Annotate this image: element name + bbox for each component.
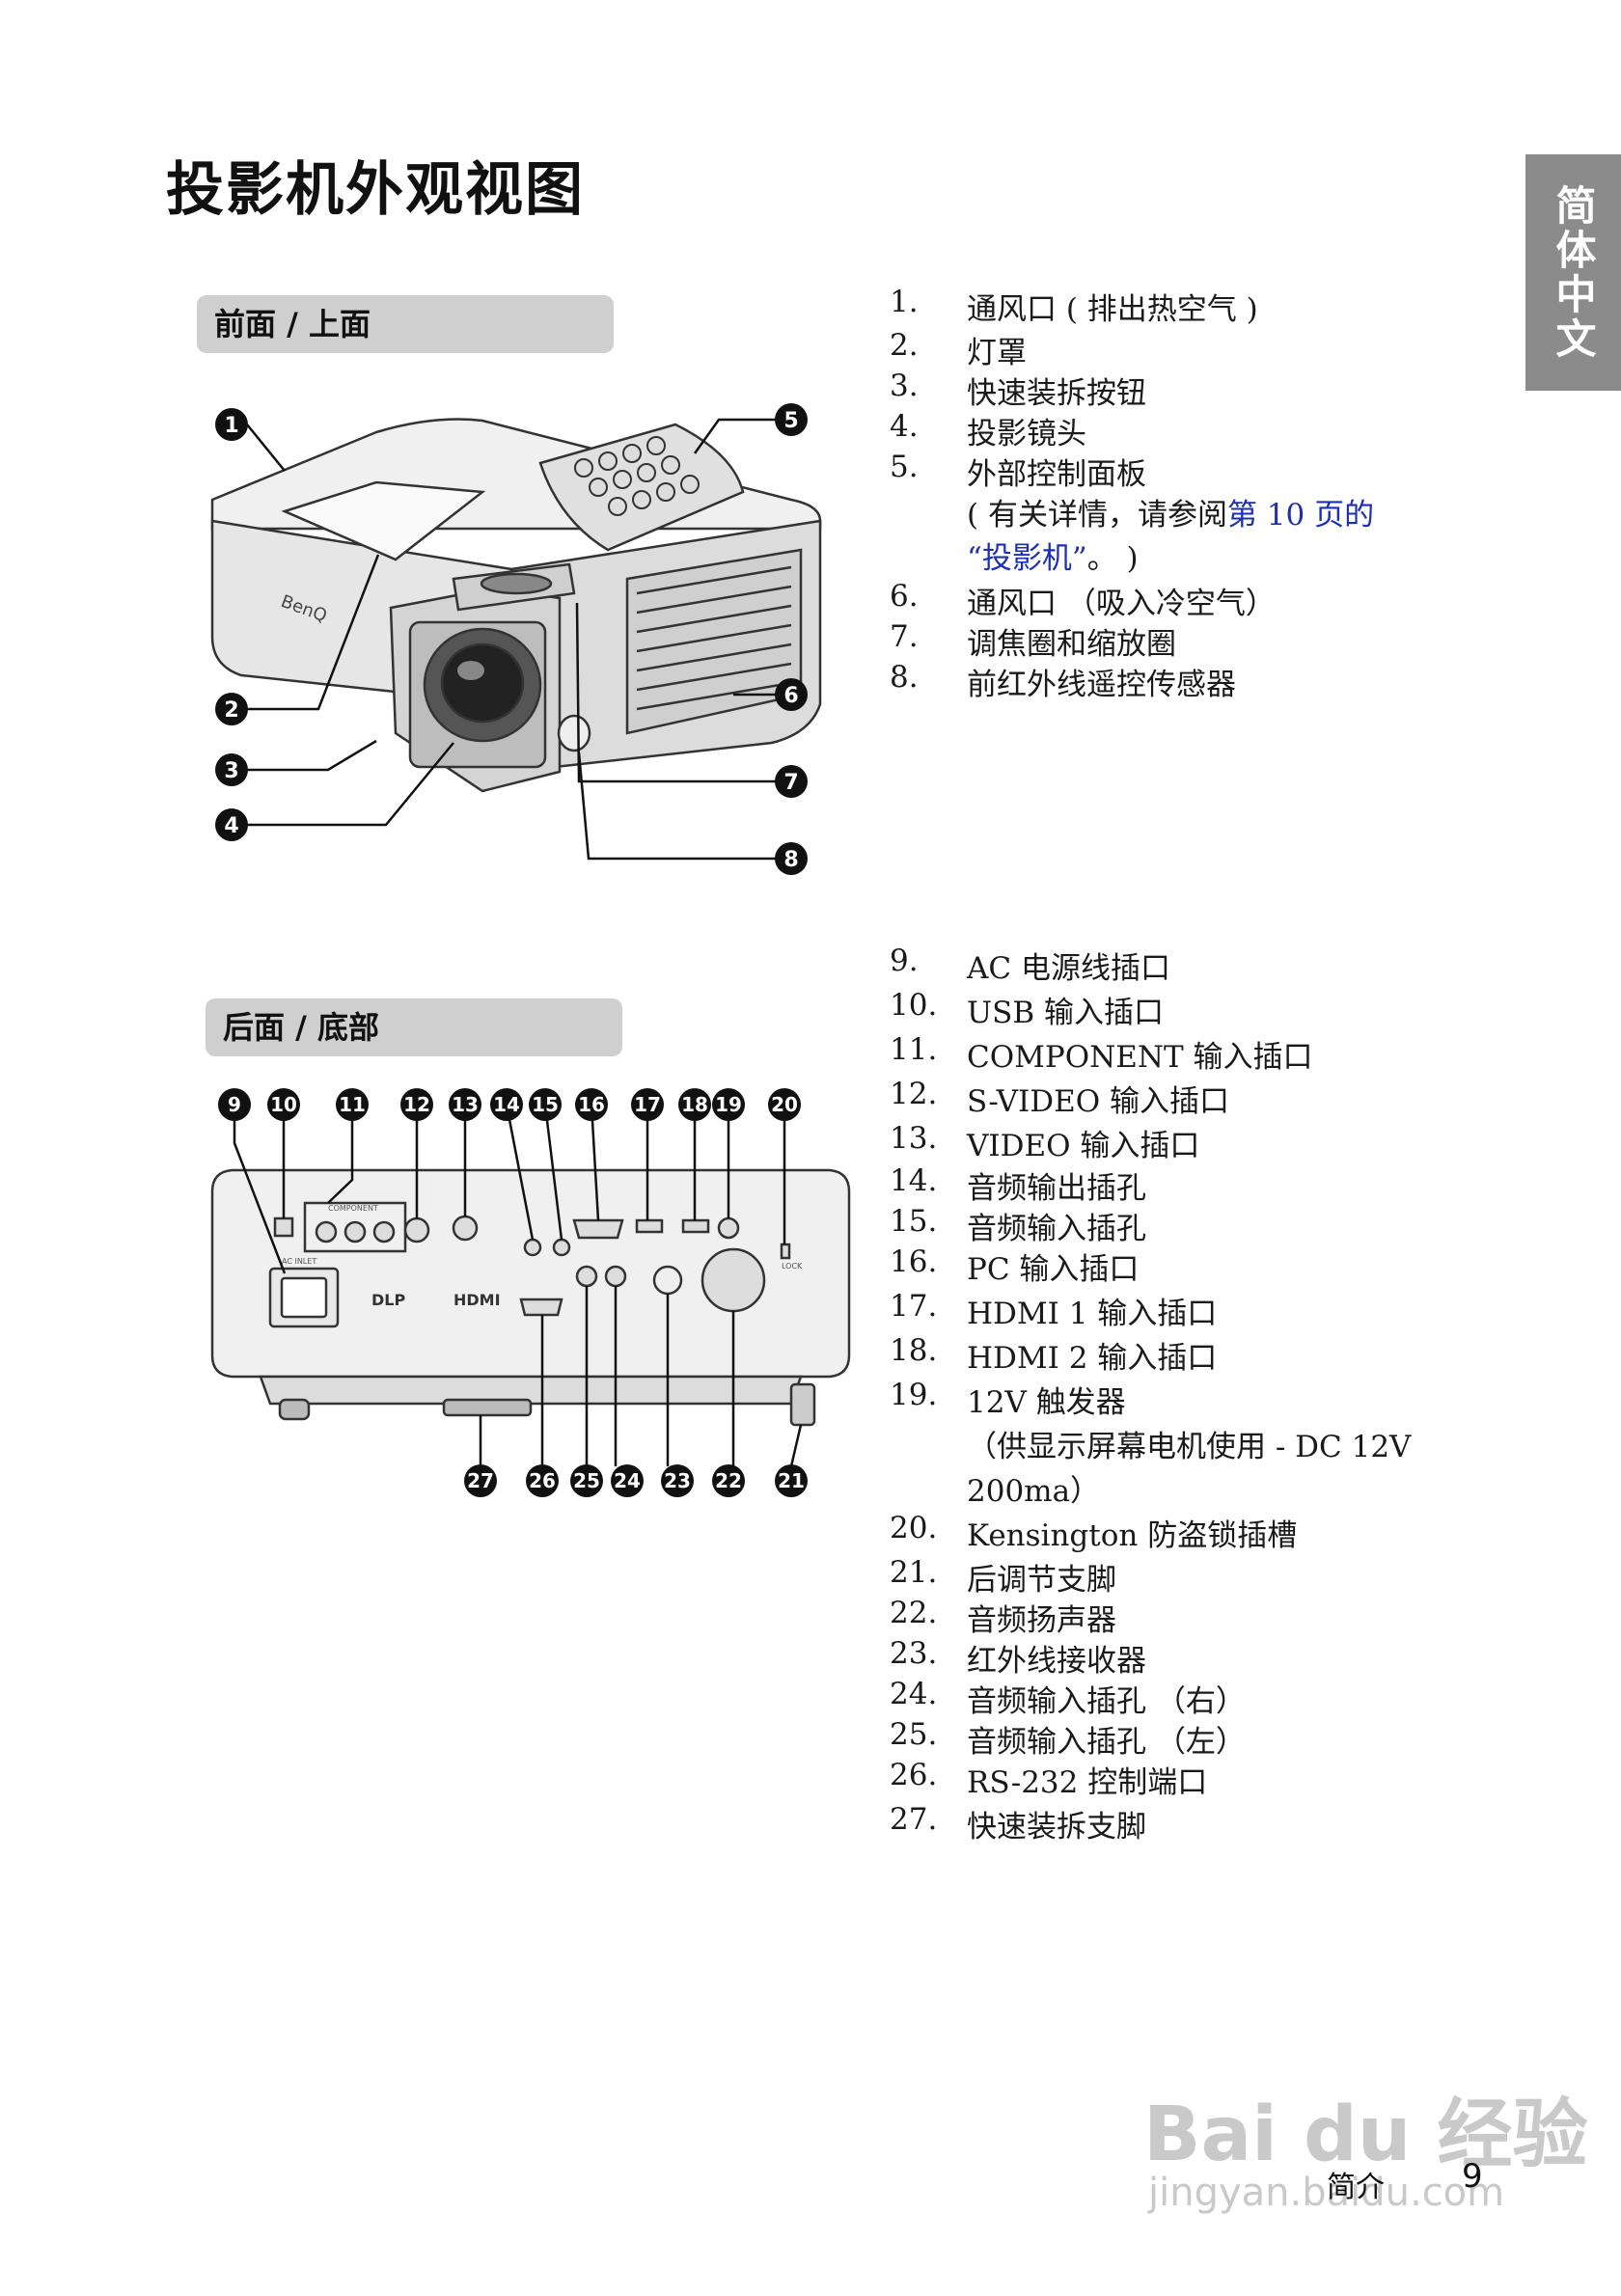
baidu-watermark-url: jingyan.baidu.com: [1148, 2171, 1505, 2215]
language-tab: 简体中文: [1525, 154, 1621, 391]
callout-15: 15: [529, 1088, 562, 1121]
svg-text:COMPONENT: COMPONENT: [328, 1204, 378, 1213]
callout-27: 27: [464, 1464, 497, 1497]
page-title: 投影机外观视图: [166, 156, 585, 224]
page-number: 9: [1462, 2157, 1483, 2196]
svg-text:18: 18: [681, 1093, 708, 1116]
svg-text:15: 15: [532, 1093, 559, 1116]
section-rear-bottom: 后面 / 底部: [206, 998, 622, 1056]
svg-text:21: 21: [778, 1469, 805, 1492]
callout-19: 19: [712, 1088, 745, 1121]
baidu-watermark: Bai du 经验: [1143, 2091, 1588, 2178]
svg-text:17: 17: [634, 1093, 661, 1116]
svg-text:11: 11: [339, 1093, 366, 1116]
callout-8: 8: [775, 842, 808, 875]
section-front-top: 前面 / 上面: [197, 295, 614, 353]
svg-text:3: 3: [224, 759, 238, 783]
svg-text:22: 22: [715, 1469, 742, 1492]
callout-24: 24: [611, 1464, 644, 1497]
callout-9: 9: [218, 1088, 251, 1121]
callout-13: 13: [449, 1088, 481, 1121]
callout-5: 5: [775, 403, 808, 436]
page-link[interactable]: 第 10 页的: [1226, 498, 1375, 533]
callout-16: 16: [575, 1088, 608, 1121]
projector-rear-illustration: COMPONENT AC INLET LOCK DLP HDMI 9 10 11…: [210, 1088, 851, 1497]
svg-text:27: 27: [467, 1469, 494, 1492]
svg-text:8: 8: [783, 848, 798, 872]
svg-text:HDMI: HDMI: [453, 1291, 501, 1309]
callout-12: 12: [400, 1088, 433, 1121]
svg-text:5: 5: [783, 409, 798, 433]
svg-text:2: 2: [224, 698, 238, 723]
callout-3: 3: [215, 753, 248, 786]
svg-text:12: 12: [403, 1093, 430, 1116]
callout-6: 6: [775, 678, 808, 711]
callout-11: 11: [336, 1088, 369, 1121]
svg-text:1: 1: [224, 414, 238, 438]
svg-text:14: 14: [493, 1093, 520, 1116]
callout-25: 25: [570, 1464, 603, 1497]
callout-14: 14: [490, 1088, 523, 1121]
callout-18: 18: [678, 1088, 711, 1121]
svg-text:23: 23: [664, 1469, 691, 1492]
svg-text:DLP: DLP: [371, 1291, 405, 1309]
svg-text:7: 7: [783, 771, 798, 795]
callout-7: 7: [775, 765, 808, 798]
svg-text:LOCK: LOCK: [782, 1262, 803, 1271]
svg-text:24: 24: [614, 1469, 641, 1492]
callout-17: 17: [631, 1088, 664, 1121]
projector-front-illustration: BenQ: [210, 418, 822, 861]
front-callouts: 1 2 3 4 5 6 7 8: [215, 403, 808, 875]
svg-text:6: 6: [783, 684, 798, 708]
callout-23: 23: [661, 1464, 694, 1497]
svg-text:10: 10: [270, 1093, 297, 1116]
svg-text:4: 4: [224, 814, 238, 838]
footer-section-name: 简介: [1327, 2171, 1385, 2204]
projector-link[interactable]: “投影机”: [967, 541, 1087, 576]
svg-text:16: 16: [578, 1093, 605, 1116]
callout-4: 4: [215, 808, 248, 841]
svg-text:13: 13: [452, 1093, 479, 1116]
svg-text:26: 26: [529, 1469, 556, 1492]
svg-text:19: 19: [715, 1093, 742, 1116]
svg-text:20: 20: [771, 1093, 798, 1116]
callout-21: 21: [775, 1464, 808, 1497]
svg-text:AC INLET: AC INLET: [282, 1257, 316, 1266]
svg-text:25: 25: [573, 1469, 600, 1492]
callout-20: 20: [768, 1088, 801, 1121]
callout-22: 22: [712, 1464, 745, 1497]
callout-26: 26: [526, 1464, 559, 1497]
callout-10: 10: [267, 1088, 300, 1121]
svg-text:9: 9: [228, 1093, 241, 1116]
callout-2: 2: [215, 693, 248, 725]
callout-1: 1: [215, 408, 248, 441]
